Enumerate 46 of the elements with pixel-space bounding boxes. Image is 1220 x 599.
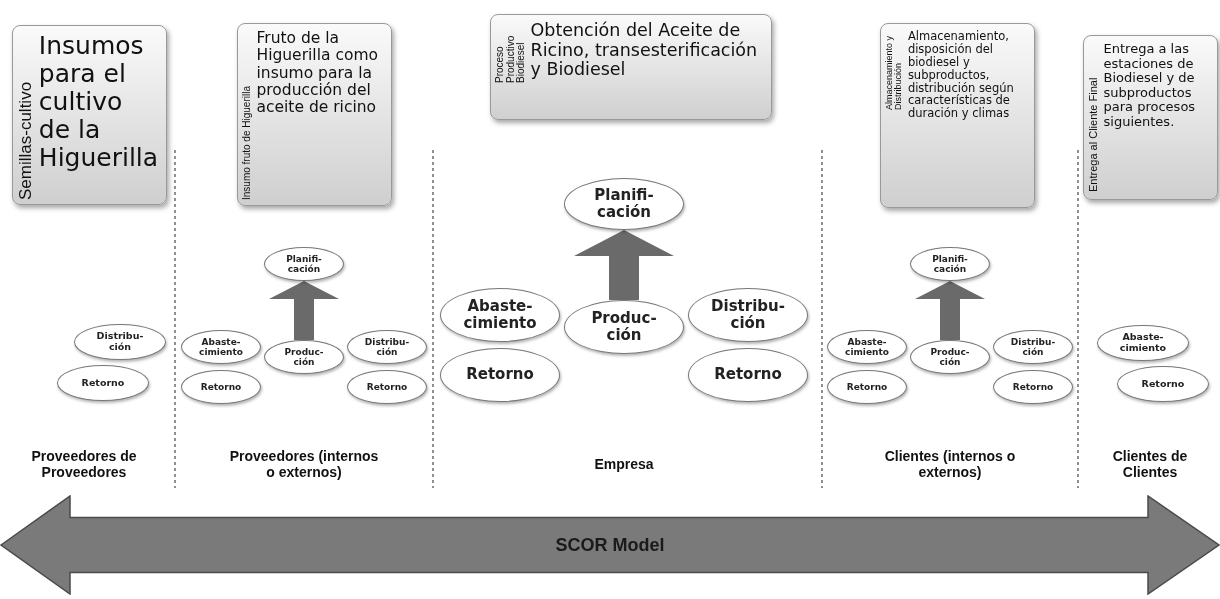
process-ellipse: Distribu- ción [74, 324, 166, 360]
arrow-label: SCOR Model [555, 534, 665, 556]
process-ellipse: Produc- ción [264, 340, 344, 374]
process-ellipse: Retorno [347, 370, 427, 404]
card-text: Insumos para el cultivo de la Higuerilla [38, 32, 160, 172]
process-card [1083, 35, 1218, 200]
card-text: Almacenamiento, disposición del biodiesel y subproductos, distribución según características de duración y climas [907, 30, 1015, 121]
process-ellipse: Abaste- cimiento [827, 330, 907, 364]
column-label: Empresa [593, 456, 655, 472]
process-card [12, 25, 167, 205]
process-ellipse: Planifi- cación [910, 247, 990, 281]
vertical-heading: Proceso Productivo Biodiesel [495, 34, 527, 83]
process-ellipse: Distribu- ción [347, 330, 427, 364]
process-ellipse: Retorno [181, 370, 261, 404]
vertical-heading: Insumo fruto de Higuerilla [242, 85, 253, 200]
process-ellipse: Abaste- cimiento [181, 330, 261, 364]
process-ellipse: Abaste- cimiento [440, 288, 560, 342]
block-arrow [574, 230, 674, 300]
process-ellipse: Retorno [440, 348, 560, 402]
process-ellipse: Planifi- cación [264, 247, 344, 281]
card-text: Obtención del Aceite de Ricino, transesterificación y Biodiesel [530, 21, 759, 80]
process-ellipse: Abaste- cimiento [1097, 325, 1189, 361]
vertical-heading: Semillas-cultivo [17, 80, 35, 200]
column-label: Clientes (internos o externos) [883, 448, 1017, 480]
process-ellipse: Retorno [827, 370, 907, 404]
vertical-heading: Almacenamiento y Distribución [885, 34, 904, 110]
process-ellipse: Produc- ción [564, 300, 684, 354]
card-text: Entrega a las estaciones de Biodiesel y de subproductos para procesos siguientes. [1103, 42, 1197, 130]
process-ellipse: Distribu- ción [993, 330, 1073, 364]
process-card [237, 23, 392, 206]
process-card [490, 14, 772, 120]
process-ellipse: Produc- ción [910, 340, 990, 374]
process-ellipse: Retorno [688, 348, 808, 402]
process-card [880, 23, 1035, 208]
vertical-heading: Entrega al Cliente Final [1088, 76, 1100, 192]
process-ellipse: Distribu- ción [688, 288, 808, 342]
block-arrow [915, 281, 985, 340]
process-ellipse: Retorno [1117, 366, 1209, 402]
column-label: Proveedores de Proveedores [30, 448, 138, 480]
card-text: Fruto de la Higuerilla como insumo para la producción del aceite de ricino [256, 30, 379, 117]
column-label: Clientes de Clientes [1111, 448, 1189, 480]
block-arrow [269, 281, 339, 340]
process-ellipse: Planifi- cación [564, 178, 684, 230]
column-label: Proveedores (internos o externos) [229, 448, 379, 480]
process-ellipse: Retorno [57, 365, 149, 401]
process-ellipse: Retorno [993, 370, 1073, 404]
